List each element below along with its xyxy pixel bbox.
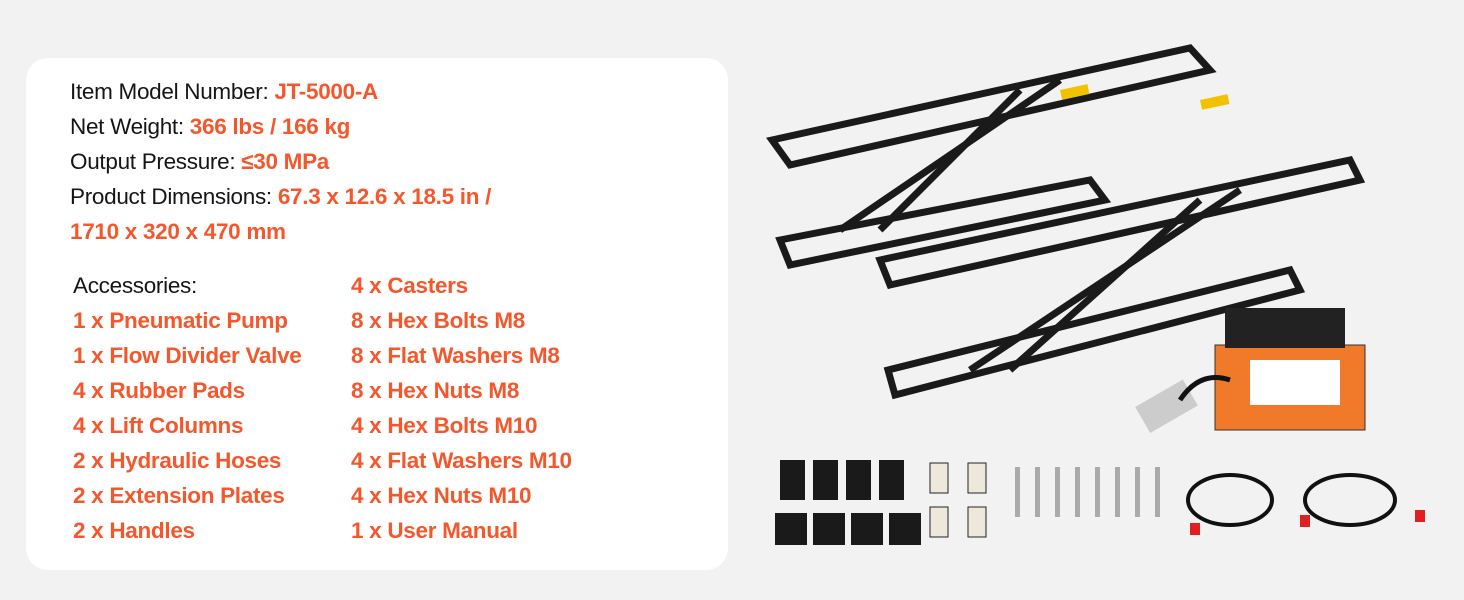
scissor-lift-image <box>766 44 1366 400</box>
accessory-item: 4 x Rubber Pads <box>73 378 245 403</box>
accessory-item: 1 x Pneumatic Pump <box>73 308 288 333</box>
accessory-item: 4 x Casters <box>351 273 468 298</box>
spec-value: 67.3 x 12.6 x 18.5 in / <box>277 184 492 209</box>
spec-dimensions: Product Dimensions: 67.3 x 12.6 x 18.5 i… <box>70 179 491 214</box>
accessories-left: Accessories: 1 x Pneumatic Pump 1 x Flow… <box>73 268 302 548</box>
accessory-item: 4 x Hex Bolts M10 <box>351 413 538 438</box>
accessory-item: 2 x Hydraulic Hoses <box>73 448 282 473</box>
accessory-item: 2 x Handles <box>73 518 195 543</box>
pneumatic-pump-image <box>1135 308 1366 433</box>
spec-value: ≤30 MPa <box>241 149 330 174</box>
accessory-item: 8 x Hex Nuts M8 <box>351 378 520 403</box>
spec-label: Item Model Number: <box>70 79 269 104</box>
spec-label: Product Dimensions: <box>70 184 272 209</box>
accessory-item: 4 x Hex Nuts M10 <box>351 483 532 508</box>
spec-list: Item Model Number: JT-5000-A Net Weight:… <box>70 74 491 249</box>
spec-value: 366 lbs / 166 kg <box>189 114 351 139</box>
accessory-item: 1 x User Manual <box>351 518 518 543</box>
spec-label: Output Pressure: <box>70 149 236 174</box>
accessories-heading: Accessories: <box>73 273 197 298</box>
spec-pressure: Output Pressure: ≤30 MPa <box>70 144 491 179</box>
accessories-right: 4 x Casters 8 x Hex Bolts M8 8 x Flat Wa… <box>351 268 572 548</box>
accessory-item: 8 x Flat Washers M8 <box>351 343 560 368</box>
spec-value: JT-5000-A <box>274 79 378 104</box>
spec-model: Item Model Number: JT-5000-A <box>70 74 491 109</box>
spec-value: 1710 x 320 x 470 mm <box>70 219 286 244</box>
accessory-item: 8 x Hex Bolts M8 <box>351 308 526 333</box>
accessory-item: 4 x Lift Columns <box>73 413 244 438</box>
accessory-item: 1 x Flow Divider Valve <box>73 343 302 368</box>
accessories-image <box>775 460 1425 545</box>
spec-weight: Net Weight: 366 lbs / 166 kg <box>70 109 491 144</box>
accessory-item: 4 x Flat Washers M10 <box>351 448 572 473</box>
spec-label: Net Weight: <box>70 114 184 139</box>
spec-card: Item Model Number: JT-5000-A Net Weight:… <box>26 58 728 570</box>
accessory-item: 2 x Extension Plates <box>73 483 285 508</box>
